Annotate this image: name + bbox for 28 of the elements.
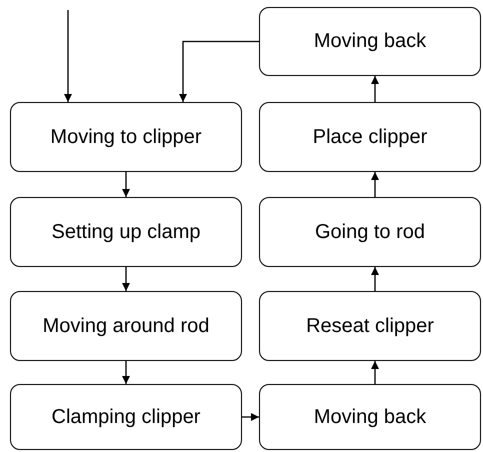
process-box (259, 384, 481, 450)
process-box (259, 102, 481, 172)
process-box (259, 197, 481, 267)
arrow (371, 172, 379, 197)
arrow (64, 10, 72, 102)
arrow (371, 76, 379, 102)
process-box (259, 7, 481, 76)
arrow (122, 361, 130, 384)
step-label: Going to rod (314, 220, 426, 244)
arrow (122, 172, 130, 197)
step-label: Clamping clipper (52, 406, 200, 428)
step-label: Moving around rod (42, 314, 210, 338)
step-label: Place clipper (312, 126, 428, 148)
arrow (122, 267, 130, 291)
process-box (10, 291, 242, 361)
process-box (10, 102, 242, 172)
process-box (10, 384, 242, 450)
step-label: Reseat clipper (306, 314, 434, 338)
step-label: Moving to clipper (50, 126, 202, 148)
step-label: Moving back (314, 30, 426, 53)
process-box (259, 291, 481, 361)
step-label: Moving back (314, 406, 426, 428)
arrow (371, 267, 379, 291)
arrow (242, 413, 259, 421)
arrow (179, 40, 259, 102)
process-box (10, 197, 242, 267)
arrow (371, 361, 379, 384)
step-label: Setting up clamp (52, 220, 200, 244)
